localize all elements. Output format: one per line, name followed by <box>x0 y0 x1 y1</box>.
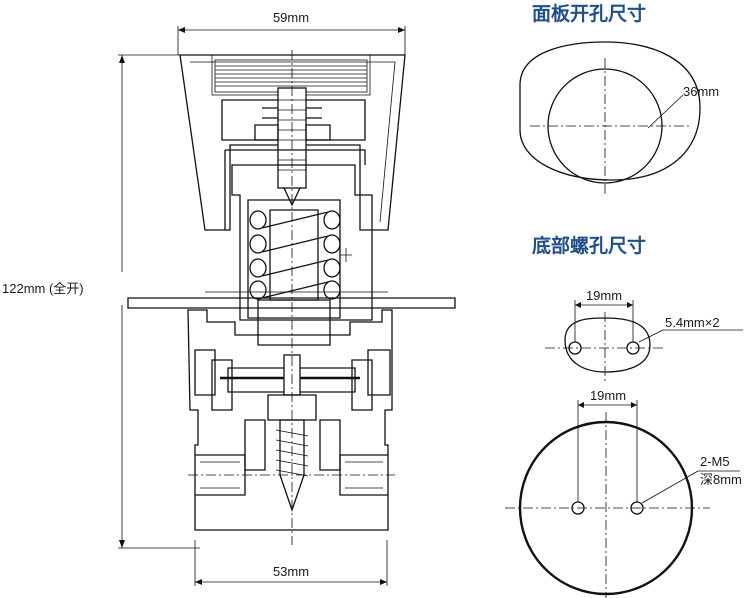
dim-top-width: 59mm <box>273 10 309 25</box>
dim-hole-size: 5.4mm×2 <box>665 315 720 330</box>
valve-cross-section: 59mm 122mm (全开) 53mm <box>2 10 456 586</box>
dim-hole-spacing-2: 19mm <box>590 388 626 403</box>
dim-thread-depth: 深8mm <box>700 472 742 487</box>
bottom-holes-drawing: 19mm 5.4mm×2 <box>545 288 743 382</box>
dim-hole-spacing-1: 19mm <box>586 288 622 303</box>
dim-bottom-width: 53mm <box>273 564 309 579</box>
heading-panel-cutout: 面板开孔尺寸 <box>532 2 646 25</box>
heading-bottom-holes: 底部螺孔尺寸 <box>532 234 646 257</box>
threaded-holes-drawing: 19mm 2-M5 深8mm <box>505 388 742 598</box>
panel-cutout-drawing: 36mm <box>519 41 719 196</box>
dim-thread-spec: 2-M5 <box>700 454 730 469</box>
dim-height: 122mm (全开) <box>2 281 84 296</box>
dim-panel-diameter: 36mm <box>683 84 719 99</box>
